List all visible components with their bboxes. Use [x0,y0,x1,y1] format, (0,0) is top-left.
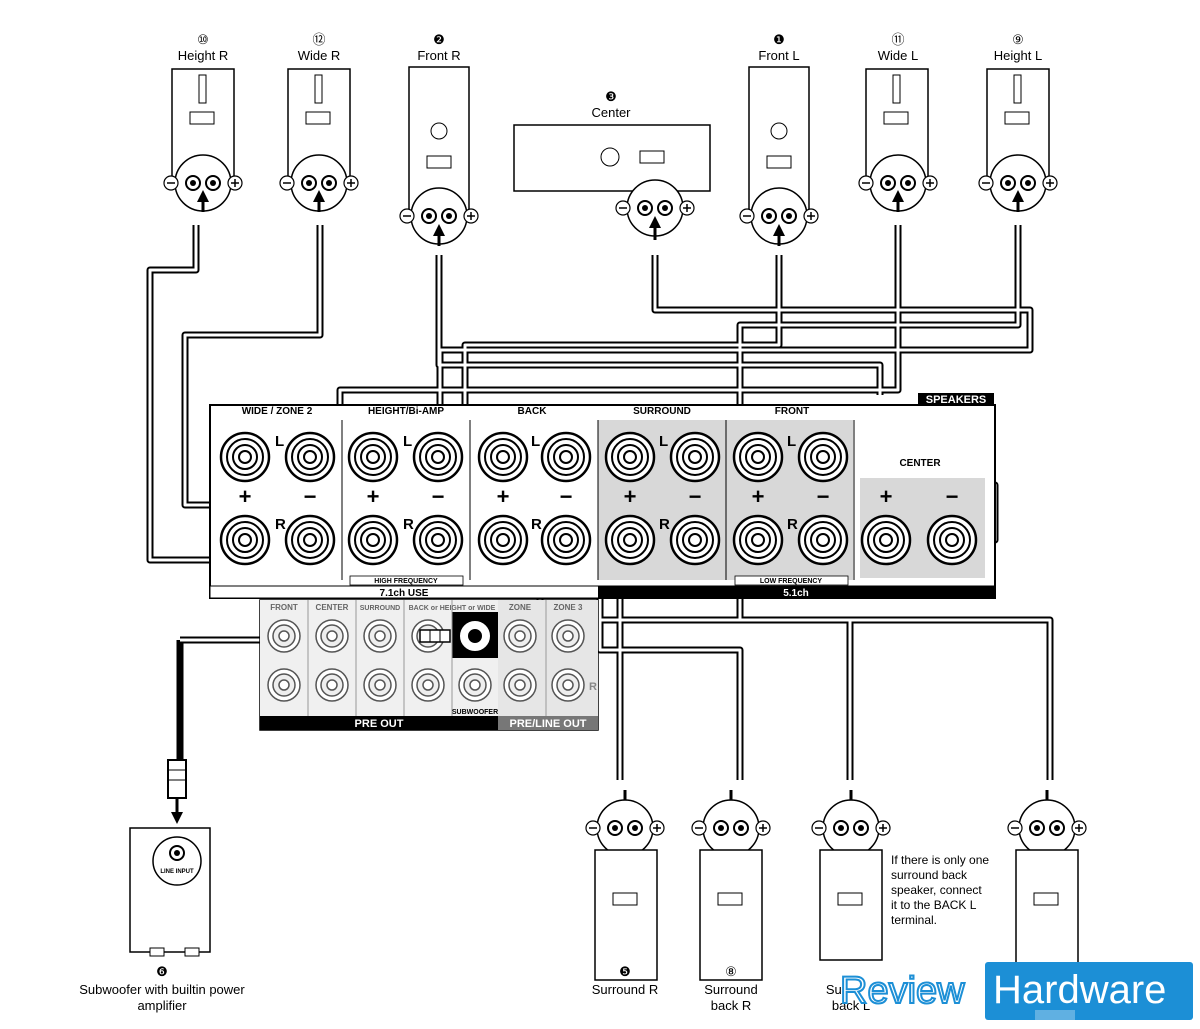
speaker-front-l [739,66,819,246]
subwoofer-rca-plug [419,629,451,643]
high-frequency-label: HIGH FREQUENCY [374,578,438,585]
surround-r-label: R [659,516,670,533]
plus-sign: + [624,484,637,509]
speaker-num-wide-r: ⑫ [312,32,325,47]
watermark-part2: Hardware [993,968,1166,1012]
ch51-label: 5.1ch [783,588,809,599]
low-frequency-label: LOW FREQUENCY [760,578,823,585]
height-r-label: R [403,516,414,533]
speaker-label-height-l: Height L [994,48,1042,63]
group-label-front: FRONT [775,406,809,417]
minus-sign: − [560,484,573,509]
watermark-logo [985,962,1193,1020]
speaker-surround-r [585,790,665,981]
speaker-label-wide-r: Wide R [298,48,341,63]
note-line2: surround back [891,868,968,882]
minus-sign: − [817,484,830,509]
speaker-num-center: ❸ [605,89,617,104]
speaker-front-r [399,66,479,246]
minus-sign: − [946,484,959,509]
preout-r-label: R [589,681,597,693]
plus-sign: + [880,484,893,509]
surround-l-label: L [659,433,668,450]
group-label-wide-zone2: WIDE / ZONE 2 [242,406,313,417]
preout-label-front: FRONT [270,603,298,612]
note-line4: it to the BACK L [891,898,977,912]
pre-out-label: PRE OUT [355,718,404,730]
minus-sign: − [304,484,317,509]
group-label-surround: SURROUND [633,406,691,417]
front-l-label: L [787,433,796,450]
note-line5: terminal. [891,913,937,927]
surround-back-l-label-line1: Sur [826,982,847,997]
group-label-height-biamp: HEIGHT/Bi-AMP [368,406,444,417]
speaker-surround-l [1007,790,1087,981]
group-label-back: BACK [518,406,548,417]
speaker-label-front-l: Front L [758,48,799,63]
plus-sign: + [752,484,765,509]
rca-jacks [267,619,585,702]
speaker-num-wide-l: ⑪ [891,32,904,47]
speaker-num-front-l: ❶ [773,32,785,47]
speakers-title: SPEAKERS [926,394,987,406]
pre-line-out-label: PRE/LINE OUT [509,718,586,730]
surround-back-r-num: ⑧ [725,964,737,979]
note-line3: speaker, connect [891,883,982,897]
speaker-surround-back-r [691,790,771,981]
speaker-center [513,124,711,240]
note-line1: If there is only one [891,853,989,867]
back-r-label: R [531,516,542,533]
speaker-num-height-l: ⑨ [1012,32,1024,47]
preout-label-back-height-wide: BACK or HEIGHT or WIDE [409,605,496,612]
subwoofer [129,759,211,957]
plus-sign: + [497,484,510,509]
speaker-wide-r [279,68,359,212]
subwoofer-label-line2: amplifier [137,998,187,1013]
surround-back-l-label-line2: back L [832,998,870,1013]
minus-sign: − [432,484,445,509]
subwoofer-label-line1: Subwoofer with builtin power [79,982,245,997]
subwoofer-num: ❻ [156,964,168,979]
wide-l-label: L [275,433,284,450]
height-l-label: L [403,433,412,450]
use-71-label: 7.1ch USE [380,588,429,599]
preout-label-zone3: ZONE 3 [554,603,583,612]
wide-r-label: R [275,516,286,533]
speaker-label-height-r: Height R [178,48,229,63]
group-label-center: CENTER [899,458,941,469]
surround-r-label: Surround R [592,982,658,997]
preout-label-surround: SURROUND [360,605,400,612]
surround-back-r-label-line2: back R [711,998,751,1013]
speaker-wide-l [858,68,938,212]
subwoofer-jack-label: SUBWOOFER [452,709,498,716]
speaker-label-front-r: Front R [417,48,460,63]
surround-back-r-label-line1: Surround [704,982,757,997]
line-input-label: LINE INPUT [160,869,194,875]
speaker-label-center: Center [591,105,631,120]
plus-sign: + [367,484,380,509]
preout-label-center: CENTER [316,603,349,612]
preout-label-zone: ZONE [509,603,532,612]
speaker-num-front-r: ❷ [433,32,445,47]
speaker-height-l [978,68,1058,212]
speaker-num-height-r: ⑩ [197,32,209,47]
watermark-part1: Review [840,970,965,1012]
speaker-height-r [163,68,243,212]
speaker-label-wide-l: Wide L [878,48,918,63]
minus-sign: − [689,484,702,509]
back-l-label: L [531,433,540,450]
surround-r-num: ❺ [619,964,631,979]
plus-sign: + [239,484,252,509]
front-r-label: R [787,516,798,533]
receiver-speaker-panel [209,393,996,599]
speaker-surround-back-l [811,790,891,961]
